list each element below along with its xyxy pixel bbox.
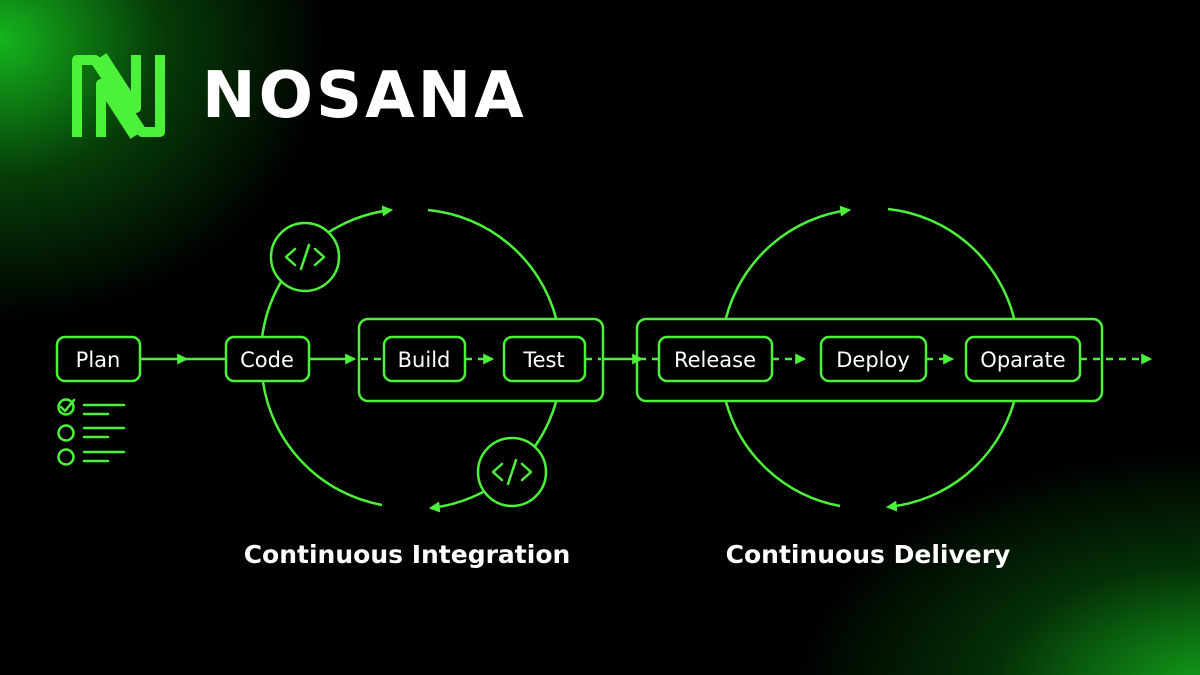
node-code-label: Code [240, 348, 294, 372]
cd-loop-bottom-left-arc [724, 401, 841, 508]
node-test: Test [502, 335, 587, 383]
code-icon [476, 436, 548, 508]
node-release-label: Release [674, 348, 756, 372]
node-operate: Oparate [964, 335, 1082, 383]
code-icon [269, 221, 341, 293]
cd-section-title: Continuous Delivery [725, 540, 1011, 569]
ci-loop-bottom-left-arc [261, 381, 383, 507]
cd-loop-bottom-right-arc [885, 401, 1016, 512]
nosana-logo-icon [72, 53, 165, 139]
node-test-label: Test [522, 348, 564, 372]
node-plan: Plan [55, 335, 142, 383]
ci-section-title: Continuous Integration [243, 540, 571, 569]
cd-loop-top-right-arc [887, 207, 1016, 319]
cd-loop-top-left-arc [724, 205, 852, 319]
node-operate-label: Oparate [980, 348, 1065, 372]
node-deploy-label: Deploy [836, 348, 910, 372]
checklist-icon [57, 398, 126, 466]
ci-loop-top-right-arc [427, 208, 558, 319]
brand-name: NOSANA [202, 59, 527, 133]
node-deploy: Deploy [819, 335, 928, 383]
node-build-label: Build [398, 348, 451, 372]
node-build: Build [382, 335, 467, 383]
node-plan-label: Plan [76, 348, 121, 372]
node-code: Code [224, 335, 311, 383]
node-release: Release [657, 335, 774, 383]
